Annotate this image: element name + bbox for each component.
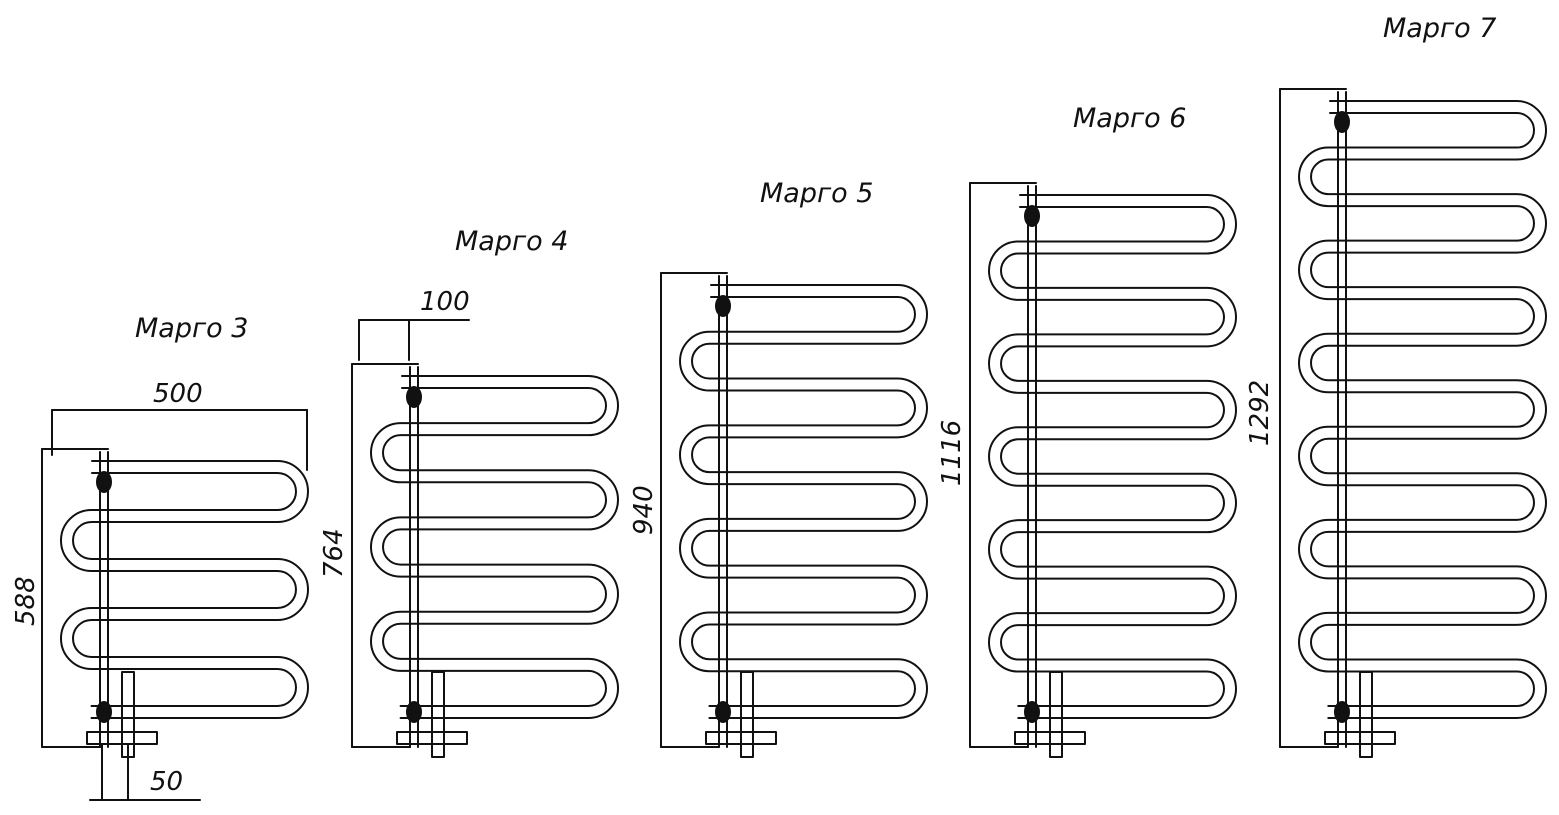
bottom-fitting-3 xyxy=(96,701,112,723)
serpentine-tube-inner-5 xyxy=(679,296,916,707)
model-title-7: Марго 7 xyxy=(1383,13,1496,44)
serpentine-tube-outer-7 xyxy=(1310,100,1547,719)
top-fitting-7 xyxy=(1334,111,1350,133)
mount-bracket-5 xyxy=(740,671,754,758)
mount-bracket-7 xyxy=(1359,671,1373,758)
top-fitting-4 xyxy=(406,386,422,408)
mount-bracket-6 xyxy=(1049,671,1063,758)
serpentine-tube-inner-3 xyxy=(60,472,297,707)
top-fitting-6 xyxy=(1024,205,1040,227)
drawings-group xyxy=(41,88,1547,801)
model-title-4: Марго 4 xyxy=(455,226,568,257)
serpentine-tube-outer-6 xyxy=(1000,194,1237,719)
mount-dimension: 50 xyxy=(150,767,183,797)
serpentine-tube-outer-5 xyxy=(691,284,928,719)
height-dimension-7: 1292 xyxy=(1245,380,1275,446)
height-dimension-3: 588 xyxy=(11,576,41,626)
mount-plate-3 xyxy=(86,731,158,745)
model-title-6: Марго 6 xyxy=(1073,103,1186,134)
width-dimension: 500 xyxy=(153,379,203,409)
top-fitting-5 xyxy=(715,295,731,317)
serpentine-tube-outer-3 xyxy=(72,460,309,719)
height-dimension-6: 1116 xyxy=(937,420,967,486)
serpentine-tube-outer-4 xyxy=(382,375,619,719)
height-dimension-4: 764 xyxy=(319,528,349,578)
top-fitting-3 xyxy=(96,471,112,493)
model-title-3: Марго 3 xyxy=(135,313,248,344)
bottom-fitting-6 xyxy=(1024,701,1040,723)
bottom-fitting-7 xyxy=(1334,701,1350,723)
model-title-5: Марго 5 xyxy=(760,178,873,209)
bottom-fitting-4 xyxy=(406,701,422,723)
serpentine-tube-inner-4 xyxy=(370,387,607,707)
offset-dimension: 100 xyxy=(420,287,470,317)
mount-plate-4 xyxy=(396,731,468,745)
mount-plate-5 xyxy=(705,731,777,745)
mount-plate-7 xyxy=(1324,731,1396,745)
mount-bracket-4 xyxy=(431,671,445,758)
height-dimension-5: 940 xyxy=(629,485,659,535)
mount-plate-6 xyxy=(1014,731,1086,745)
serpentine-tube-inner-6 xyxy=(988,206,1225,707)
bottom-fitting-5 xyxy=(715,701,731,723)
serpentine-tube-inner-7 xyxy=(1298,112,1535,707)
